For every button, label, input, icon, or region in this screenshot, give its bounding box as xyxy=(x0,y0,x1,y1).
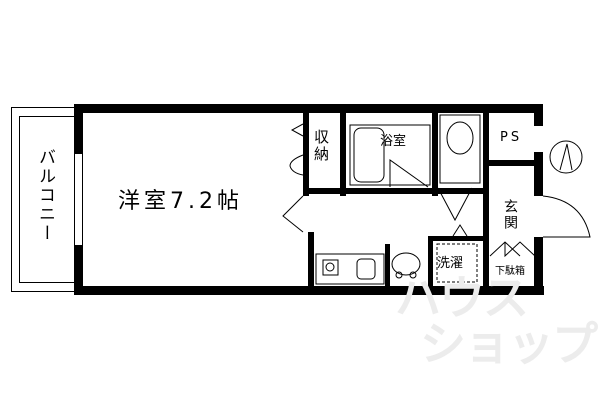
wall-laundry-left xyxy=(428,236,433,291)
wall-room-right-bottom xyxy=(308,232,314,292)
entrance-label: 玄関 xyxy=(502,199,518,231)
wall-bath-right xyxy=(432,104,438,196)
wall-mid-horizontal xyxy=(303,188,487,194)
wall-toilet-right xyxy=(483,104,489,291)
bath-label: 浴室 xyxy=(380,134,407,149)
watermark-line1: ハウス xyxy=(395,271,529,325)
watermark-line2: ショップ xyxy=(420,317,598,371)
storage-label: 収納 xyxy=(312,129,330,163)
western-room-label: 洋室7.2帖 xyxy=(118,189,243,214)
balcony-label: バルコニー xyxy=(35,148,55,243)
wall-kitchen-divider xyxy=(385,244,390,290)
wall-left-bottom xyxy=(74,245,83,295)
wall-left-top xyxy=(74,104,83,154)
wall-room-right-top xyxy=(303,104,309,196)
wall-right-mid xyxy=(534,152,543,196)
wall-ps-bottom xyxy=(483,160,541,166)
wall-right-bottom xyxy=(534,237,543,295)
balcony-window xyxy=(74,153,83,246)
balcony-inner xyxy=(19,116,76,283)
shoe-box-label: 下駄箱 xyxy=(495,266,525,277)
wall-laundry-top xyxy=(428,236,484,241)
wall-right-top xyxy=(534,104,543,126)
wall-storage-right xyxy=(340,104,346,196)
ps-label: PS xyxy=(500,130,523,145)
laundry-label: 洗濯 xyxy=(437,256,464,271)
